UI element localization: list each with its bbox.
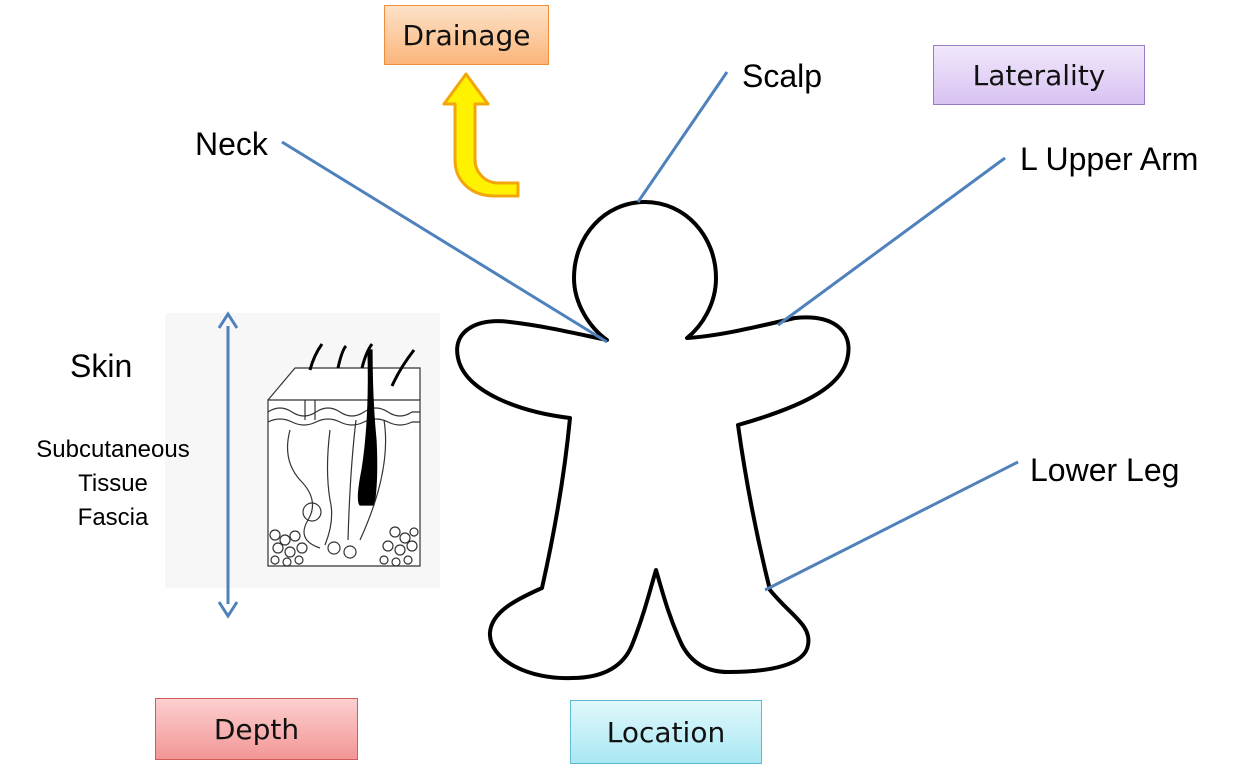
- skin-cross-section-icon: [267, 343, 421, 567]
- neck-label: Neck: [195, 126, 268, 162]
- location-label: Location: [606, 715, 726, 749]
- lower-leg-leader-line: [764, 460, 1019, 592]
- scalp-leader-line: [636, 71, 729, 203]
- skin-label: Skin: [70, 348, 133, 384]
- tissue-label: Tissue: [78, 470, 148, 497]
- depth-double-arrow: [217, 311, 239, 619]
- drainage-label: Drainage: [402, 18, 531, 52]
- subcutaneous-label: Subcutaneous: [36, 436, 190, 463]
- neck-leader-line: [281, 140, 608, 344]
- laterality-box: Laterality: [933, 45, 1145, 105]
- body-outline: [455, 200, 851, 681]
- l-upper-arm-label: L Upper Arm: [1020, 141, 1199, 177]
- depth-label: Depth: [213, 712, 300, 746]
- scalp-label: Scalp: [742, 58, 823, 94]
- drainage-box: Drainage: [384, 5, 549, 65]
- depth-box: Depth: [155, 698, 358, 760]
- lower-leg-label: Lower Leg: [1030, 452, 1180, 488]
- depth-layer-labels: Subcutaneous Tissue Fascia: [18, 433, 208, 535]
- laterality-label: Laterality: [972, 58, 1106, 92]
- drainage-arrow-icon: [442, 72, 520, 198]
- fascia-label: Fascia: [77, 504, 149, 531]
- upper-arm-leader-line: [777, 156, 1006, 327]
- location-box: Location: [570, 700, 762, 764]
